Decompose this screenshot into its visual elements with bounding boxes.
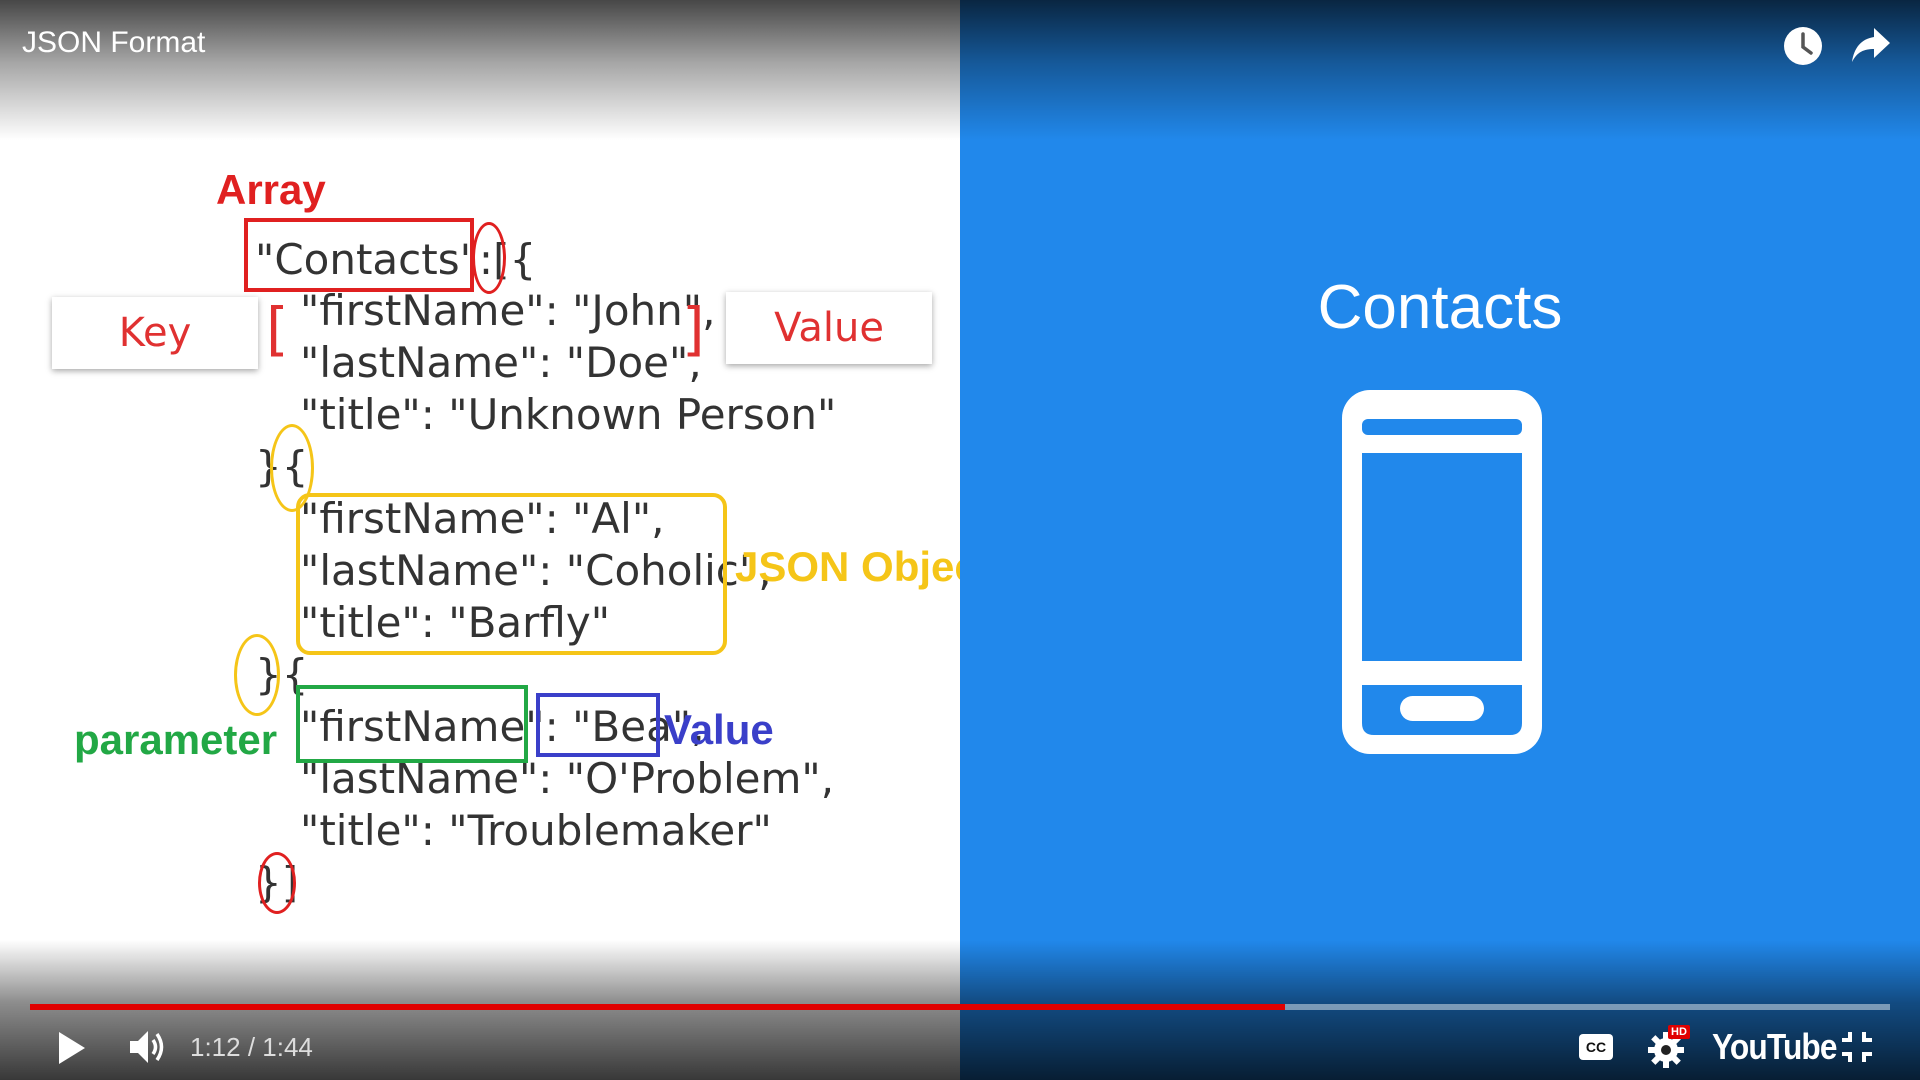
watch-later-button[interactable]	[1782, 25, 1824, 67]
code-line-title-unknown: "title": "Unknown Person"	[300, 390, 837, 439]
gear-icon	[1648, 1032, 1684, 1068]
time-current: 1:12	[190, 1032, 241, 1062]
share-arrow-icon	[1852, 28, 1890, 62]
smartphone-icon	[1342, 390, 1542, 754]
captions-icon	[1579, 1034, 1613, 1060]
code-line-first-name-bea: "firstName": "Bea",	[300, 702, 705, 751]
volume-icon	[130, 1031, 164, 1063]
slide-right-pane: Contacts	[960, 0, 1920, 1080]
exit-fullscreen-button[interactable]	[1840, 1030, 1874, 1064]
time-display: 1:12 / 1:44	[190, 1032, 313, 1063]
time-separator: /	[240, 1032, 263, 1062]
key-card: Key	[52, 297, 258, 369]
settings-button[interactable]: HD	[1646, 1025, 1694, 1068]
annotation-value: Value	[664, 706, 774, 753]
captions-button[interactable]: CC	[1578, 1033, 1614, 1061]
code-line-last-name-oproblem: "lastName": "O'Problem",	[300, 754, 835, 803]
clock-icon	[1784, 27, 1822, 65]
array-open-bracket-ellipse	[472, 222, 506, 294]
value-box	[536, 693, 660, 757]
array-key-box	[244, 218, 474, 292]
array-close-bracket-ellipse	[258, 852, 296, 914]
contacts-heading: Contacts	[1317, 273, 1563, 342]
bracket-right: ]	[682, 295, 705, 363]
code-line-title-barfly: "title": "Barfly"	[300, 598, 611, 647]
captions-label: CC	[1585, 1039, 1607, 1055]
share-button[interactable]	[1850, 26, 1892, 66]
play-button[interactable]	[56, 1030, 88, 1066]
progress-played	[30, 1004, 1285, 1010]
youtube-logo-button[interactable]: YouTube	[1712, 1026, 1838, 1067]
play-icon	[59, 1032, 85, 1064]
exit-fullscreen-icon	[1842, 1032, 1872, 1062]
code-line-first-name-al: "firstName": "Al",	[300, 494, 665, 543]
annotation-json-object: JSON Object	[735, 543, 960, 590]
code-line-title-troublemaker: "title": "Troublemaker"	[300, 806, 772, 855]
time-total: 1:44	[262, 1032, 313, 1062]
json-object-box	[296, 493, 727, 655]
parameter-box	[296, 685, 528, 763]
code-line-first-name-john: "firstName": "John",	[300, 286, 716, 335]
object-close-brace-ellipse	[234, 634, 280, 716]
bracket-left: [	[266, 295, 289, 363]
slide-left-pane: "Contacts":[{ "firstName": "John", "last…	[0, 0, 960, 1080]
volume-button[interactable]	[128, 1028, 170, 1066]
annotation-parameter: parameter	[74, 716, 278, 763]
progress-bar[interactable]	[30, 1004, 1890, 1010]
annotation-array: Array	[216, 166, 326, 213]
hd-badge: HD	[1668, 1025, 1690, 1039]
video-title[interactable]: JSON Format	[22, 26, 206, 59]
value-card: Value	[726, 292, 932, 364]
object-open-brace-ellipse	[270, 424, 314, 512]
code-line-last-name-coholic: "lastName": "Coholic",	[300, 546, 772, 595]
code-line-last-name-doe: "lastName": "Doe",	[300, 338, 702, 387]
